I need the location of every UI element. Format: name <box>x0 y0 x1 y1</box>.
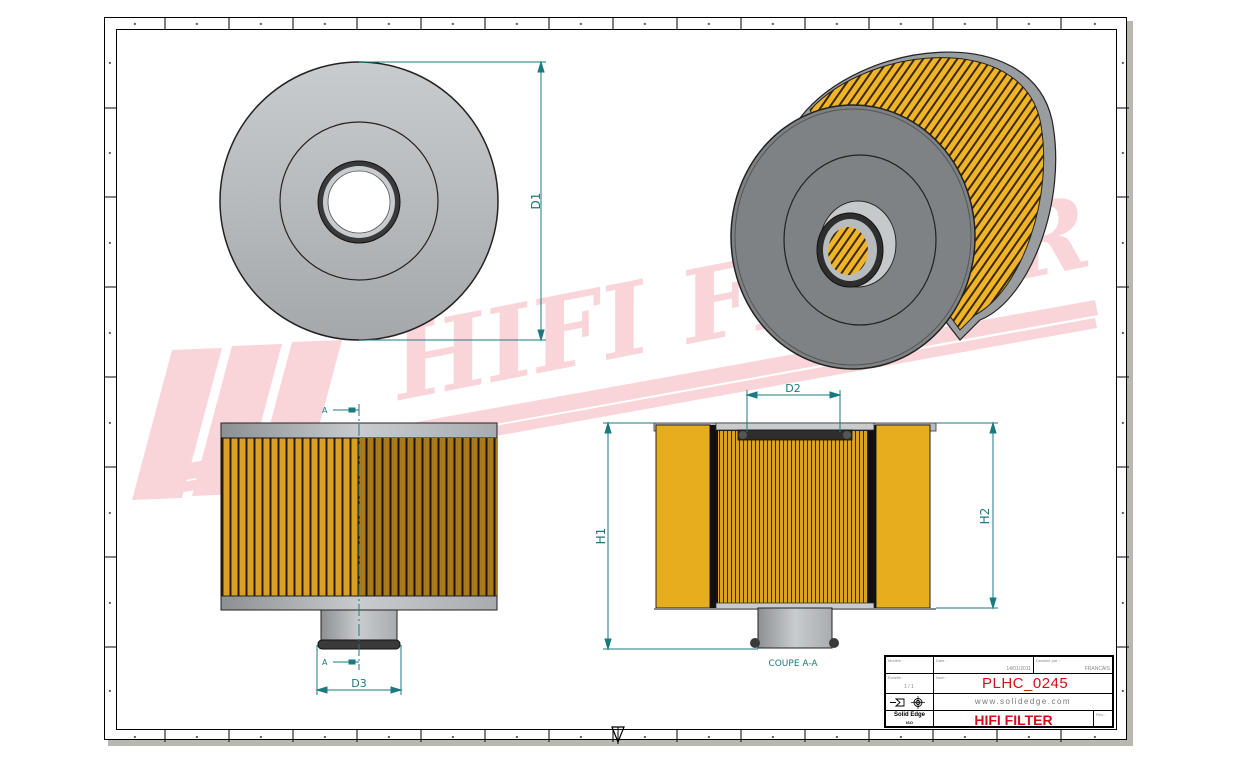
svg-text:COUPE A-A: COUPE A-A <box>768 659 818 669</box>
svg-text:■: ■ <box>900 734 903 739</box>
svg-text:■: ■ <box>260 734 263 739</box>
svg-text:H1: H1 <box>594 528 608 545</box>
projection-symbol-cell <box>886 694 934 711</box>
modele-cell: Modèle : <box>886 657 934 674</box>
svg-text:■: ■ <box>964 21 967 26</box>
isometric-view <box>730 51 1057 370</box>
svg-text:■: ■ <box>1122 688 1125 693</box>
software-cell: Solid Edge ISO <box>886 711 934 728</box>
svg-text:■: ■ <box>324 21 327 26</box>
top-view <box>219 61 499 341</box>
svg-text:■: ■ <box>580 21 583 26</box>
svg-text:■: ■ <box>452 21 455 26</box>
svg-text:■: ■ <box>196 734 199 739</box>
svg-text:■: ■ <box>109 510 112 515</box>
section-line <box>333 404 360 670</box>
zone-ticks <box>104 17 1129 742</box>
svg-text:■: ■ <box>836 21 839 26</box>
svg-text:A: A <box>322 658 328 667</box>
svg-text:■: ■ <box>644 21 647 26</box>
dimension-d3 <box>315 645 403 695</box>
svg-text:■: ■ <box>708 21 711 26</box>
svg-text:■: ■ <box>388 21 391 26</box>
svg-text:■: ■ <box>1122 330 1125 335</box>
svg-text:■: ■ <box>1122 420 1125 425</box>
svg-text:■: ■ <box>1122 60 1125 65</box>
nom-cell: Nom : PLHC_0245 <box>934 674 1112 694</box>
title-block: Modèle : Date : 14/01/2011 Dessiné par :… <box>884 655 1114 728</box>
dessine-cell: Dessiné par : FRANCAIS <box>1034 658 1112 674</box>
echelle-cell: Échelle : 1 / 1 <box>886 674 934 694</box>
svg-text:■: ■ <box>708 734 711 739</box>
svg-text:■: ■ <box>109 600 112 605</box>
svg-text:■: ■ <box>516 21 519 26</box>
svg-text:■: ■ <box>644 734 647 739</box>
svg-text:■: ■ <box>772 21 775 26</box>
dimension-d1 <box>359 60 546 342</box>
svg-text:■: ■ <box>1028 734 1031 739</box>
svg-text:■: ■ <box>1122 240 1125 245</box>
part-number: PLHC_0245 <box>982 675 1069 692</box>
brand-name: HIFI FILTER <box>974 712 1053 728</box>
svg-text:■: ■ <box>580 734 583 739</box>
svg-text:■: ■ <box>109 150 112 155</box>
svg-text:■: ■ <box>196 21 199 26</box>
svg-text:■: ■ <box>109 240 112 245</box>
svg-text:D3: D3 <box>351 677 366 690</box>
drawing-frame <box>116 29 1117 730</box>
svg-text:■: ■ <box>134 734 137 739</box>
projection-icon <box>890 696 925 709</box>
svg-text:■: ■ <box>1028 21 1031 26</box>
svg-text:■: ■ <box>1094 21 1097 26</box>
svg-text:■: ■ <box>109 60 112 65</box>
svg-text:■: ■ <box>1094 734 1097 739</box>
svg-text:■: ■ <box>772 734 775 739</box>
svg-text:■: ■ <box>1122 600 1125 605</box>
revision-cell: Rév. : <box>1096 712 1107 717</box>
svg-text:■: ■ <box>452 734 455 739</box>
svg-text:■: ■ <box>109 688 112 693</box>
date-cell: Date : 14/01/2011 <box>934 657 1034 674</box>
svg-text:■: ■ <box>388 734 391 739</box>
svg-text:■: ■ <box>134 21 137 26</box>
zone-labels: ■ ■ ■ ■ ■ ■ ■ ■ ■ ■ ■ ■ ■ ■ ■ ■ ■ ■ ■ ■ ■ ■ ■ ■ ■ ■ ■ ■ ■ ■ ■ ■ ■ ■ ■ ■ ■ ■… <box>109 21 1125 739</box>
svg-text:■: ■ <box>260 21 263 26</box>
svg-text:D1: D1 <box>529 193 543 210</box>
dimension-h1 <box>603 421 758 651</box>
svg-text:■: ■ <box>1122 510 1125 515</box>
svg-text:■: ■ <box>964 734 967 739</box>
svg-text:■: ■ <box>836 734 839 739</box>
svg-text:A: A <box>322 406 328 415</box>
svg-text:■: ■ <box>1122 150 1125 155</box>
svg-text:■: ■ <box>324 734 327 739</box>
svg-text:■: ■ <box>516 734 519 739</box>
svg-text:H2: H2 <box>978 508 992 525</box>
svg-text:D2: D2 <box>785 382 800 395</box>
svg-text:■: ■ <box>109 420 112 425</box>
dimension-h2 <box>936 421 998 610</box>
svg-text:■: ■ <box>109 330 112 335</box>
dimension-d2 <box>745 390 842 432</box>
website-cell: www.solidedge.com <box>934 694 1112 711</box>
section-view <box>653 422 937 649</box>
svg-text:■: ■ <box>900 21 903 26</box>
brand-cell: HIFI FILTER <box>934 711 1094 728</box>
